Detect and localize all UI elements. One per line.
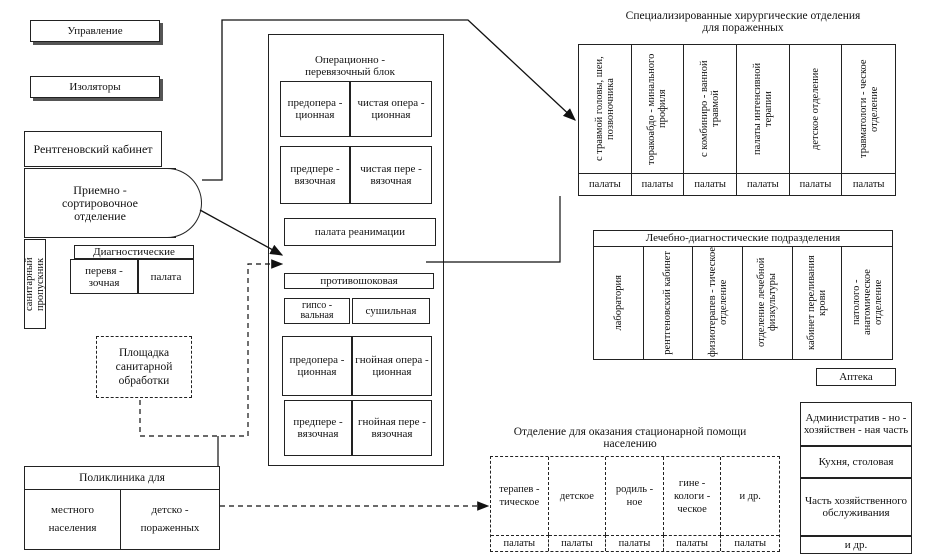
management-box: Управление bbox=[30, 20, 160, 42]
purulent-dress-room: гнойная пере - вязочная bbox=[352, 400, 432, 456]
surgical-ward-footer: палаты bbox=[579, 173, 632, 195]
arrow-admission-surgical bbox=[202, 19, 576, 181]
antishock-room: противошоковая bbox=[284, 273, 434, 289]
surgical-ward-footer: палаты bbox=[789, 173, 843, 195]
service-box: Часть хозяйственного обслуживания bbox=[800, 478, 912, 536]
polyclinic-children: детско - пораженных bbox=[140, 504, 200, 534]
purulent-op-room: гнойная опера - ционная bbox=[352, 336, 432, 396]
xray-box: Рентгеновский кабинет bbox=[24, 131, 162, 167]
inpatient-department-1: терапев - тическое bbox=[491, 457, 549, 535]
surgical-department-1: с травмой головы, шеи, позвоночника bbox=[579, 45, 632, 173]
inpatient-ward-footer: палаты bbox=[491, 535, 549, 551]
dressing-room-label: перевя - зочная bbox=[85, 264, 123, 289]
surgical-department-3: с комбиниро - ванной травмой bbox=[684, 45, 737, 173]
arrow-sanitation-opblock bbox=[139, 259, 284, 437]
antishock-label: противошоковая bbox=[320, 275, 398, 287]
kitchen-box: Кухня, столовая bbox=[800, 446, 912, 478]
line-opblock-surgical bbox=[426, 196, 561, 263]
sanitation-area-label: Площадка санитарной обработки bbox=[115, 347, 173, 387]
admin-part-box: Административ - но - хозяйствен - ная ча… bbox=[800, 402, 912, 446]
diagnostic-unit-4: отделение лечебной физкультуры bbox=[743, 246, 793, 359]
admin-etc-label: и др. bbox=[844, 539, 868, 551]
purulent-dress-label: гнойная пере - вязочная bbox=[358, 416, 426, 440]
admin-column: Административ - но - хозяйствен - ная ча… bbox=[800, 402, 912, 554]
surgical-title: Специализированные хирургические отделен… bbox=[625, 10, 861, 34]
preop2-label: предопера - ционная bbox=[289, 354, 345, 378]
diagnostic-unit-3: физиотерапев - тическое отделение bbox=[693, 246, 743, 359]
surgical-ward-footer: палаты bbox=[842, 173, 895, 195]
preop-room: предопера - ционная bbox=[280, 81, 350, 137]
plaster-label: гипсо - вальная bbox=[300, 300, 334, 321]
purulent-op-label: гнойная опера - ционная bbox=[355, 354, 429, 378]
clean-op-label: чистая опера - ционная bbox=[357, 97, 425, 121]
inpatient-department-4: гине - кологи - ческое bbox=[664, 457, 722, 535]
management-label: Управление bbox=[67, 25, 123, 37]
inpatient-department-3: родиль - ное bbox=[606, 457, 664, 535]
arrow-admission-opblock bbox=[199, 209, 284, 256]
diagnostic-units-title: Лечебно-диагностические подразделения bbox=[594, 231, 892, 247]
clean-dress-room: чистая пере - вязочная bbox=[350, 146, 432, 204]
inpatient-ward-footer: палаты bbox=[663, 535, 722, 551]
diagnostic-unit-5: кабинет переливания крови bbox=[793, 246, 843, 359]
predress-room-2: предпере - вязочная bbox=[284, 400, 352, 456]
polyclinic-title: Поликлиника для bbox=[25, 467, 219, 490]
diag-ward-label: палата bbox=[150, 270, 182, 283]
inpatient-department-2: детское bbox=[549, 457, 607, 535]
polyclinic-local: местного населения bbox=[25, 489, 121, 549]
diagnostic-unit-1: лаборатория bbox=[594, 246, 644, 359]
predress-label: предпере - вязочная bbox=[290, 163, 340, 187]
diagnostic-header: Диагностические bbox=[74, 245, 194, 259]
drying-label: сушильная bbox=[365, 305, 417, 317]
surgical-ward-footer: палаты bbox=[684, 173, 737, 195]
plaster-room: гипсо - вальная bbox=[284, 298, 350, 324]
reanimation-room: палата реанимации bbox=[284, 218, 436, 246]
diag-ward-box: палата bbox=[138, 259, 194, 294]
sanitary-pass-box: санитарный пропускник bbox=[24, 239, 46, 329]
inpatient-ward-footer: палаты bbox=[721, 535, 779, 551]
kitchen-label: Кухня, столовая bbox=[818, 456, 894, 468]
dressing-room-box: перевя - зочная bbox=[70, 259, 138, 294]
clean-dress-label: чистая пере - вязочная bbox=[360, 163, 422, 187]
surgical-department-4: палаты интенсивной терапии bbox=[737, 45, 790, 173]
admission-box: Приемно - сортировочное отделение bbox=[24, 168, 176, 238]
admission-label: Приемно - сортировочное отделение bbox=[61, 182, 139, 223]
admin-etc-box: и др. bbox=[800, 536, 912, 554]
polyclinic-box: Поликлиника для местного населения детск… bbox=[24, 466, 220, 550]
surgical-department-5: детское отделение bbox=[790, 45, 843, 173]
preop-label: предопера - ционная bbox=[287, 97, 343, 121]
pharmacy-box: Аптека bbox=[816, 368, 896, 386]
surgical-ward-footer: палаты bbox=[737, 173, 790, 195]
inpatient-ward-footer: палаты bbox=[548, 535, 607, 551]
diagnostic-label: Диагностические bbox=[93, 246, 175, 258]
inpatient-title: Отделение для оказания стационарной помо… bbox=[513, 426, 747, 450]
service-label: Часть хозяйственного обслуживания bbox=[804, 495, 908, 519]
surgical-ward-footer: палаты bbox=[631, 173, 685, 195]
xray-label: Рентгеновский кабинет bbox=[33, 142, 153, 156]
preop-room-2: предопера - ционная bbox=[282, 336, 352, 396]
admin-part-label: Административ - но - хозяйствен - ная ча… bbox=[803, 412, 909, 436]
surgical-department-2: торакоабдо - минального профиля bbox=[632, 45, 685, 173]
clean-op-room: чистая опера - ционная bbox=[350, 81, 432, 137]
reanimation-label: палата реанимации bbox=[314, 226, 406, 238]
isolators-box: Изоляторы bbox=[30, 76, 160, 98]
sanitation-area-box: Площадка санитарной обработки bbox=[96, 336, 192, 398]
diagnostic-units-table: Лечебно-диагностические подразделения ла… bbox=[593, 230, 893, 360]
inpatient-ward-footer: палаты bbox=[606, 535, 664, 551]
drying-room: сушильная bbox=[352, 298, 430, 324]
predress-room: предпере - вязочная bbox=[280, 146, 350, 204]
operating-block-title: Операционно - перевязочный блок bbox=[305, 54, 395, 78]
pharmacy-label: Аптека bbox=[839, 371, 873, 383]
predress2-label: предпере - вязочная bbox=[293, 416, 343, 440]
diagnostic-unit-2: рентгеновский кабинет bbox=[644, 246, 694, 359]
isolators-label: Изоляторы bbox=[69, 81, 121, 93]
inpatient-department-5: и др. bbox=[739, 490, 761, 502]
